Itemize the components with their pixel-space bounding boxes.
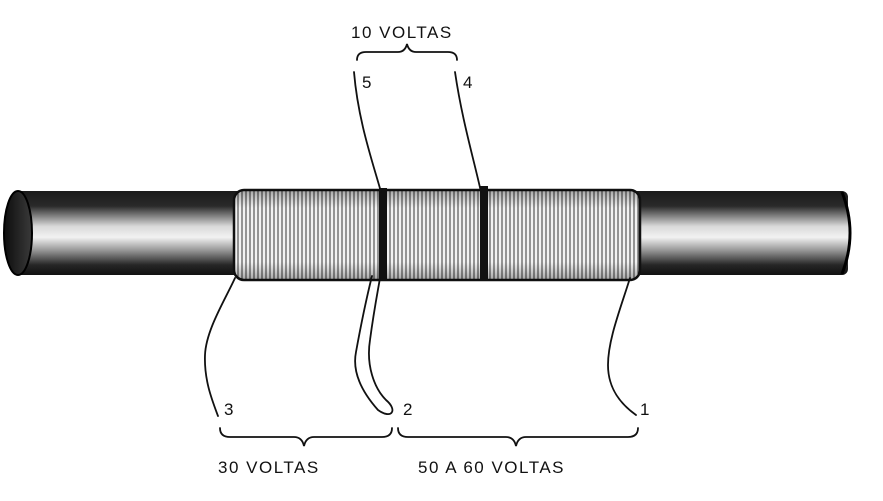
- lead-wire-5: [353, 71, 382, 193]
- top-brace: [356, 43, 458, 61]
- right-brace: [397, 427, 639, 447]
- rod-right-end: [840, 191, 852, 275]
- lead-wire-1: [607, 277, 637, 416]
- top-turns-label: 10 VOLTAS: [351, 23, 453, 42]
- terminal-1-label: 1: [640, 400, 649, 419]
- terminal-2-label: 2: [403, 400, 412, 419]
- terminal-5-label: 5: [362, 73, 371, 92]
- braces: [219, 43, 639, 447]
- right-turns-label: 50 A 60 VOLTAS: [418, 458, 565, 477]
- lead-wire-4: [454, 71, 482, 193]
- coil-separator-5: [379, 188, 387, 280]
- coil: [232, 186, 642, 282]
- lead-wire-3: [204, 277, 236, 417]
- lead-wire-2: [354, 275, 394, 415]
- lead-wires: [204, 71, 637, 417]
- terminal-3-label: 3: [224, 400, 233, 419]
- terminal-4-label: 4: [463, 73, 472, 92]
- left-brace: [219, 427, 393, 447]
- coil-separator-4: [480, 186, 488, 280]
- left-turns-label: 30 VOLTAS: [218, 458, 320, 477]
- coil-shading: [234, 190, 640, 280]
- rod-left-end: [3, 190, 33, 276]
